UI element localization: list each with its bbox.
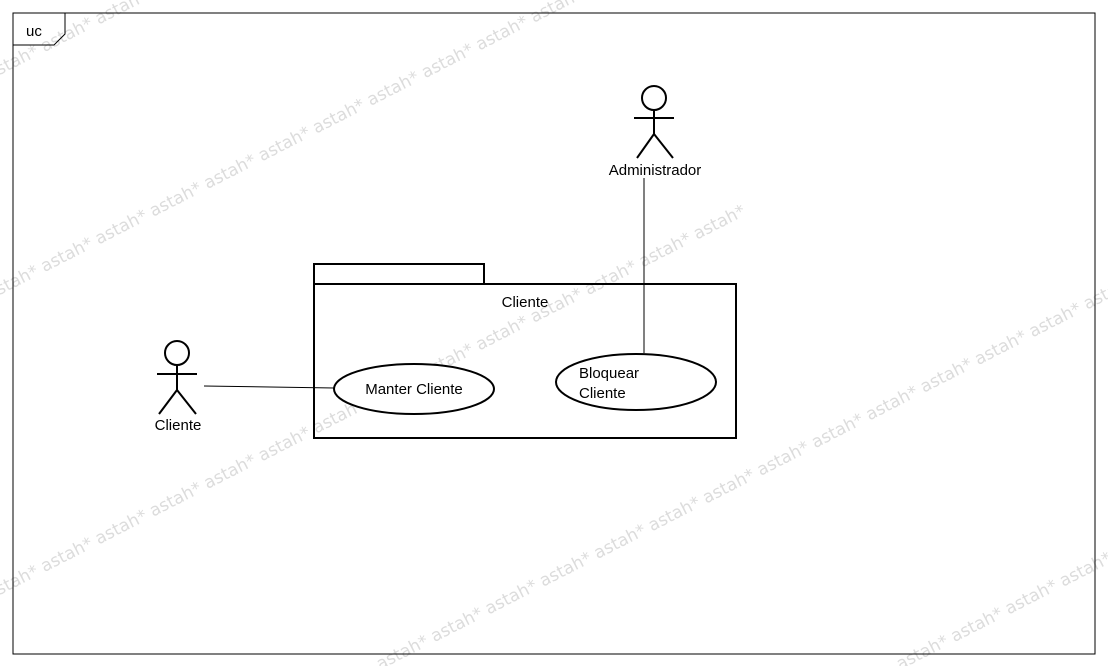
use-case-bloquear-cliente[interactable]: Bloquear Cliente xyxy=(555,353,717,411)
package-cliente[interactable]: Cliente xyxy=(313,263,737,439)
package-tab xyxy=(313,263,485,285)
use-case-label-line2: Cliente xyxy=(579,385,626,402)
frame-tag: uc xyxy=(26,23,42,40)
use-case-ellipse xyxy=(333,363,495,415)
use-case-label-line1: Bloquear xyxy=(579,365,639,382)
stick-figure-icon xyxy=(157,340,197,415)
use-case-label: Manter Cliente xyxy=(365,381,463,398)
actor-name: Cliente xyxy=(155,417,202,434)
actor-cliente[interactable]: Cliente xyxy=(155,340,202,434)
watermark-text: astah* astah* astah* astah* astah* astah… xyxy=(893,271,1108,666)
use-case-manter-cliente[interactable]: Manter Cliente xyxy=(333,363,495,415)
use-case-ellipse xyxy=(555,353,717,411)
association-cliente-manter[interactable] xyxy=(203,385,335,389)
stick-figure-icon xyxy=(634,85,674,159)
frame-tag-box xyxy=(13,13,66,46)
package-body xyxy=(313,283,737,439)
diagram-frame xyxy=(12,12,1096,655)
actor-name: Administrador xyxy=(609,162,702,179)
package-name: Cliente xyxy=(502,294,549,311)
actor-administrador[interactable]: Administrador xyxy=(609,85,702,179)
